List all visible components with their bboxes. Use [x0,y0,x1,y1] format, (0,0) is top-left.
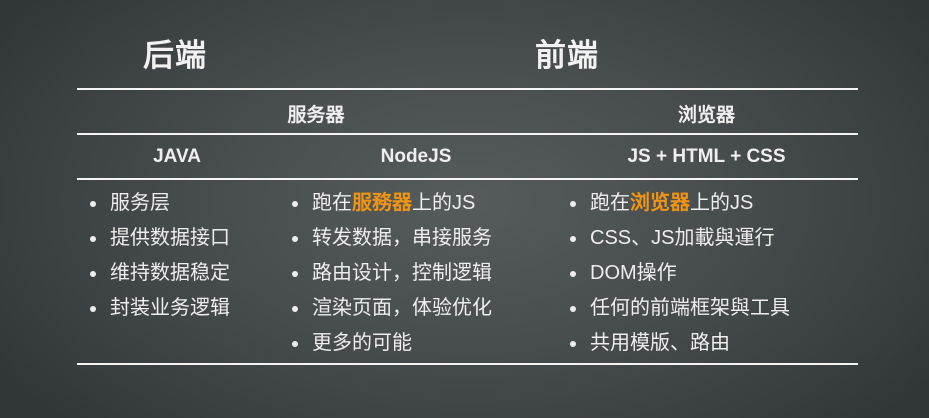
list-item: DOM操作 [558,256,790,291]
item-text: 上的JS [412,192,476,214]
list-item: 共用模版、路由 [558,326,790,361]
list-item: 服务层 [78,186,230,221]
list-item: 提供数据接口 [78,221,230,256]
list-item: 渲染页面，体验优化 [280,291,492,326]
list-item: 更多的可能 [280,326,492,361]
nodejs-header: NodeJS [380,146,452,167]
list-item: 任何的前端框架與工具 [558,291,790,326]
item-text: 跑在 [312,192,352,214]
divider-row1 [77,133,858,135]
nodejs-list: 跑在服務器上的JS 转发数据，串接服务 路由设计，控制逻辑 渲染页面，体验优化 … [280,186,492,361]
list-item: 维持数据稳定 [78,256,230,291]
highlight-text: 服務器 [352,192,412,214]
list-item: 跑在服務器上的JS [280,186,492,221]
item-text: 跑在 [590,192,630,214]
list-item: 路由设计，控制逻辑 [280,256,492,291]
list-item: CSS、JS加載與運行 [558,221,790,256]
divider-row2 [77,178,858,180]
browser-header: 浏览器 [677,105,735,126]
item-text: 上的JS [690,192,754,214]
highlight-text: 浏览器 [630,192,690,214]
browser-list: 跑在浏览器上的JS CSS、JS加載與運行 DOM操作 任何的前端框架與工具 共… [558,186,790,361]
java-list: 服务层 提供数据接口 维持数据稳定 封装业务逻辑 [78,186,230,326]
list-item: 转发数据，串接服务 [280,221,492,256]
frontend-title: 前端 [535,38,599,73]
divider-bottom [77,363,858,365]
list-item: 跑在浏览器上的JS [558,186,790,221]
web-stack-header: JS + HTML + CSS [627,146,786,167]
backend-title: 后端 [143,38,207,73]
server-header: 服务器 [287,105,345,126]
divider-top [77,88,858,90]
list-item: 封装业务逻辑 [78,291,230,326]
java-header: JAVA [153,146,201,167]
